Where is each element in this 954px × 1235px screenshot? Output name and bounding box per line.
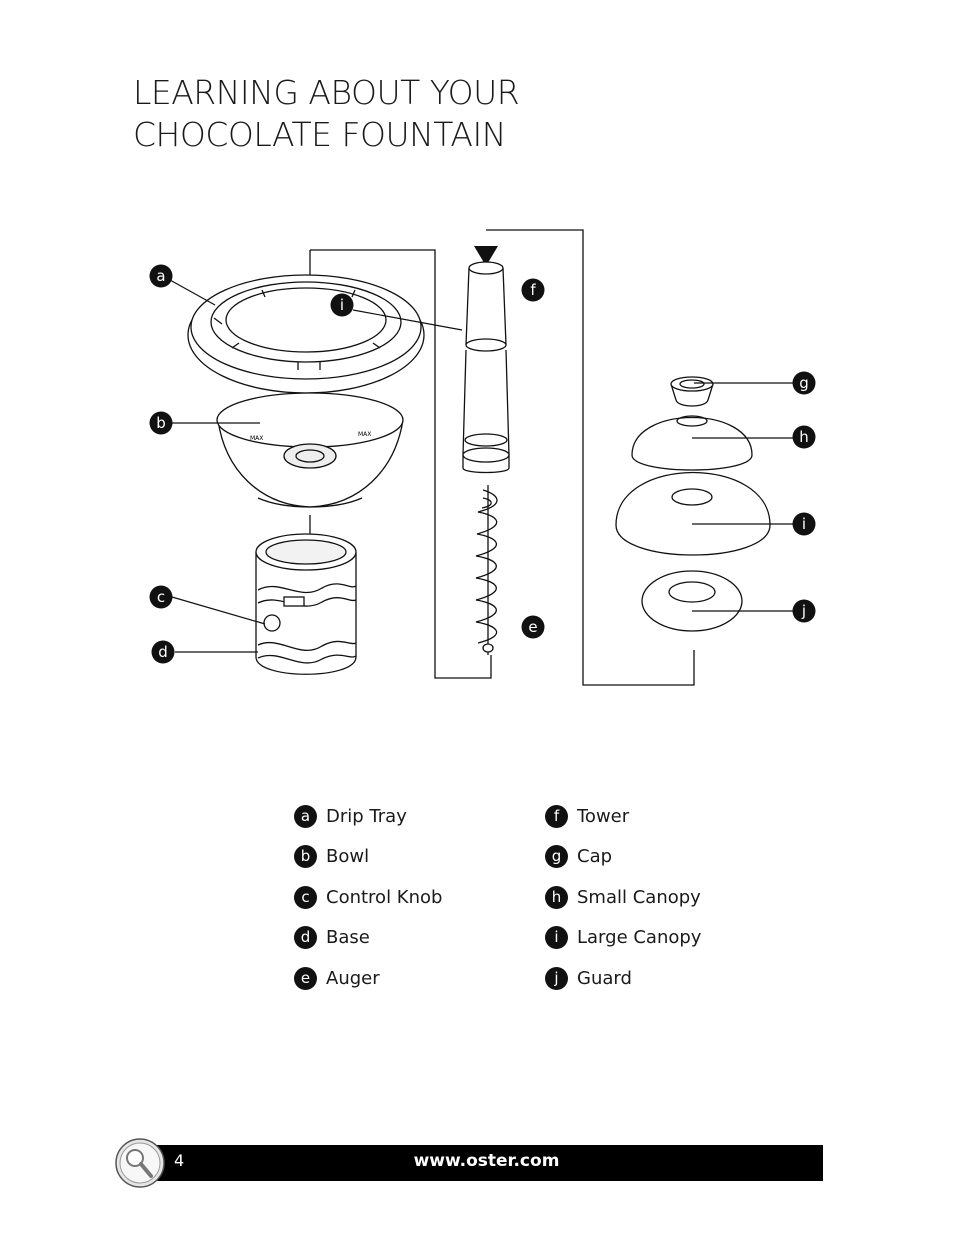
drip-tray-illustration: [187, 274, 425, 394]
legend-label: Tower: [577, 805, 630, 827]
page-number: 4: [174, 1151, 185, 1170]
legend-badge: g: [545, 845, 568, 869]
legend-badge: j: [545, 966, 568, 990]
svg-text:d: d: [158, 643, 168, 661]
footer-url: www.oster.com: [413, 1151, 560, 1171]
callout-b: b: [149, 411, 173, 435]
callout-h: h: [792, 425, 816, 449]
legend-item: g Cap: [545, 837, 701, 878]
bowl-max-left: MAX: [250, 435, 263, 442]
legend-item: h Small Canopy: [545, 877, 701, 918]
svg-text:e: e: [528, 618, 537, 636]
page-title-line-1: LEARNING ABOUT YOUR: [133, 73, 520, 112]
legend-item: c Control Knob: [294, 877, 442, 918]
legend-item: f Tower: [545, 796, 701, 837]
legend-label: Large Canopy: [577, 927, 702, 949]
legend-label: Small Canopy: [577, 886, 701, 908]
callout-g: g: [792, 371, 816, 395]
svg-text:b: b: [156, 414, 166, 432]
legend-badge: f: [545, 804, 568, 828]
legend-label: Guard: [577, 967, 632, 989]
svg-text:i: i: [340, 296, 344, 314]
legend-badge: c: [294, 885, 317, 909]
large-canopy-illustration: [615, 471, 771, 556]
svg-text:a: a: [156, 267, 165, 285]
tower-routing-line: [486, 229, 695, 686]
page-title: LEARNING ABOUT YOUR CHOCOLATE FOUNTAIN: [133, 72, 520, 156]
tower-illustration: [462, 261, 510, 474]
page-title-line-2: CHOCOLATE FOUNTAIN: [133, 115, 506, 154]
legend-badge: e: [294, 966, 317, 990]
legend-label: Control Knob: [326, 886, 443, 908]
legend-badge: h: [545, 885, 568, 909]
callout-e: e: [521, 615, 545, 639]
legend-label: Auger: [326, 967, 380, 989]
svg-text:h: h: [799, 428, 809, 446]
callout-j: j: [792, 599, 816, 623]
base-illustration: [255, 533, 357, 675]
footer-bar: [150, 1145, 823, 1181]
guard-illustration: [641, 570, 743, 632]
bowl-illustration: [216, 392, 404, 508]
legend-item: e Auger: [294, 958, 442, 999]
legend-badge: i: [545, 926, 568, 950]
bowl-max-right: MAX: [358, 431, 371, 438]
callout-i: i: [792, 512, 816, 536]
svg-text:f: f: [530, 281, 536, 299]
auger-illustration: [475, 485, 498, 655]
legend-item: j Guard: [545, 958, 701, 999]
legend-item: i Large Canopy: [545, 918, 701, 959]
small-canopy-illustration: [631, 415, 753, 471]
legend-label: Drip Tray: [326, 805, 407, 827]
callout-a: a: [149, 264, 173, 288]
legend-label: Bowl: [326, 846, 370, 868]
arrow-into-tower: [474, 246, 498, 266]
legend-badge: a: [294, 804, 317, 828]
legend-label: Base: [326, 927, 370, 949]
callout-d: d: [151, 640, 175, 664]
svg-text:j: j: [801, 602, 806, 620]
callout-i-tower: i: [330, 293, 354, 317]
callout-c: c: [149, 585, 173, 609]
legend-label: Cap: [577, 846, 613, 868]
svg-text:c: c: [157, 588, 165, 606]
svg-text:g: g: [799, 374, 809, 392]
auger-routing-line: [310, 249, 492, 679]
magnifier-icon: [115, 1138, 165, 1188]
legend-item: a Drip Tray: [294, 796, 442, 837]
legend-badge: b: [294, 845, 317, 869]
svg-text:i: i: [802, 515, 806, 533]
cap-illustration: [670, 376, 714, 407]
legend-item: d Base: [294, 918, 442, 959]
legend-item: b Bowl: [294, 837, 442, 878]
legend-badge: d: [294, 926, 317, 950]
callout-f: f: [521, 278, 545, 302]
legend-left-column: a Drip Tray b Bowl c Control Knob d Base e Au…: [294, 796, 442, 999]
